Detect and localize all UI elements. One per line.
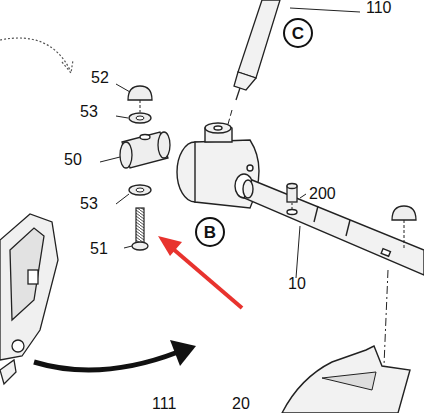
callout-number: 200 — [309, 186, 336, 202]
callout-number: 110 — [366, 0, 392, 16]
callout-number: 111 — [152, 396, 176, 412]
callout-number: 52 — [91, 70, 109, 86]
callout-number: 10 — [288, 276, 306, 292]
callout-circle: C — [283, 18, 313, 48]
callout-letter: C — [292, 25, 304, 42]
callout-number: 53 — [80, 104, 98, 120]
callout-circle: B — [195, 217, 225, 247]
callout-number: 53 — [80, 196, 98, 212]
callout-number: 20 — [232, 396, 250, 412]
callout-letter: B — [204, 224, 216, 241]
callout-number: 51 — [90, 241, 108, 257]
callout-number: 50 — [64, 152, 82, 168]
